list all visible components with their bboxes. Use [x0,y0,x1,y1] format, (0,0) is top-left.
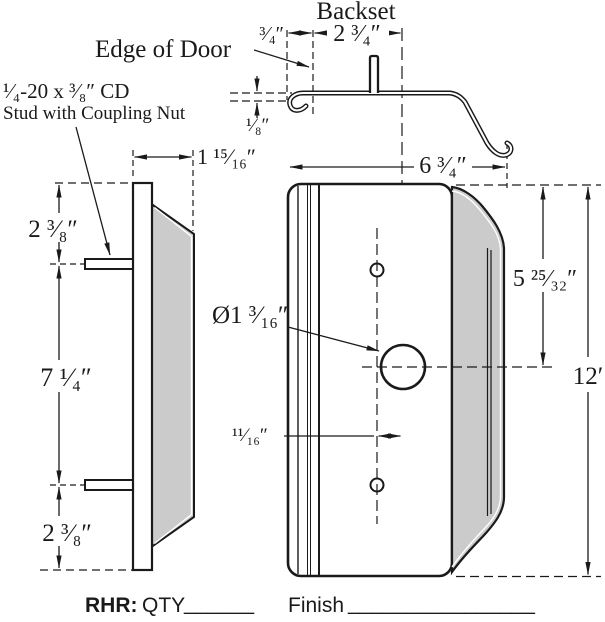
qty-label: QTY [142,594,185,617]
dim-projection: 1 ¹⁵⁄₁₆″ [197,144,256,169]
dim-stud-spacing: 7 ¹⁄₄″ [40,363,92,392]
cylinder-hole [379,343,427,391]
label-mask [414,151,472,178]
side-view-stud-bottom [84,479,136,491]
dim-door-edge-offset: ³⁄₄″ [259,23,284,45]
stud-note-line1: ¹⁄₄-20 x ³⁄₈″ CD [3,79,129,103]
dim-cylinder-hole-diameter: Ø1 ³⁄₁₆″ [212,302,288,329]
label-mask [506,259,584,292]
handing-label: RHR: [85,594,138,617]
front-view: 6 ³⁄₄″ 5 ²⁵⁄₃₂″ 12′ Ø1 ³⁄₁₆″ ¹¹⁄₁₆″ [212,151,605,578]
front-flange-highlight [451,190,502,568]
side-view-panel [149,201,195,550]
backset-title: Backset [316,0,395,25]
front-flange [450,185,506,576]
dim-bottom-stud-offset: 2 ³⁄₈″ [42,520,92,547]
dim-top-stud-offset: 2 ³⁄₈″ [28,216,78,243]
side-view-stud-top [84,258,136,270]
dim-thickness: ¹⁄₈″ [246,115,269,136]
dim-overall-height: 12′ [573,363,603,390]
label-mask [17,213,91,242]
hole-diameter-leader [287,326,380,352]
footer-order-line: RHR: QTY ______ Finish ________________ [85,592,535,617]
front-plate [286,182,454,578]
top-view-profile-inner [288,91,513,157]
edge-of-door-label: Edge of Door [95,36,232,63]
dim-hole-offset: ¹¹⁄₁₆″ [232,425,268,446]
label-mask [327,19,389,46]
side-view: ¹⁄₄-20 x ³⁄₈″ CD Stud with Coupling Nut … [3,79,256,572]
side-view-panel-highlight [154,206,193,545]
top-view: ³⁄₄″ 2 ³⁄₄″ Backset Edge of Door ¹⁄₈″ [95,0,514,576]
finish-label: Finish [288,594,344,617]
side-view-plate-bar [131,181,154,572]
qty-blank: ______ [183,592,254,615]
stud-note-line2: Stud with Coupling Nut [3,103,186,124]
stud-note-leader [75,126,111,256]
label-mask [570,357,605,392]
screw-hole-top [369,262,385,278]
finish-blank: ________________ [347,592,535,615]
label-mask [28,516,108,546]
top-view-stud [368,54,380,93]
edge-of-door-leader [253,49,310,68]
label-mask [25,360,109,392]
dim-backset: 2 ³⁄₄″ [333,21,381,47]
screw-hole-bottom [369,477,385,493]
dim-cylinder-height: 5 ²⁵⁄₃₂″ [513,266,577,292]
dim-overall-width: 6 ³⁄₄″ [419,153,467,179]
